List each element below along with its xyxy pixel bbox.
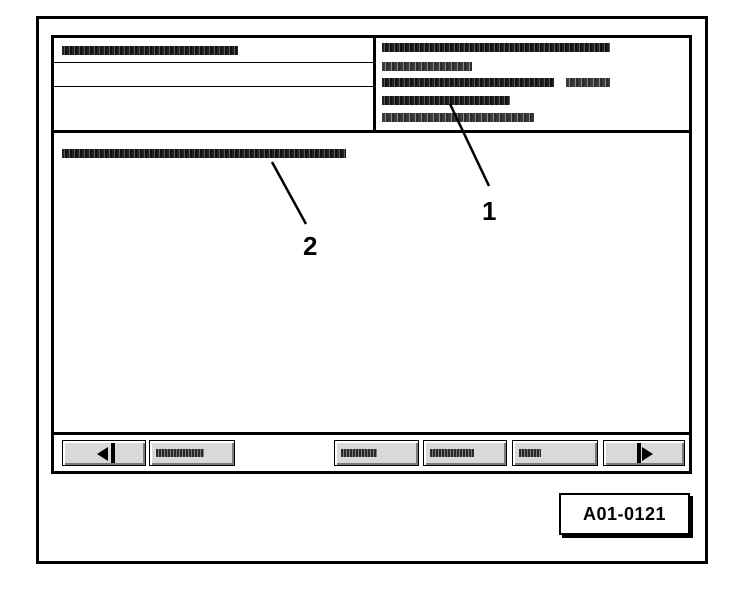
back-button[interactable] [62, 440, 146, 466]
arrow-right-icon-stem [637, 443, 641, 463]
header-left-panel [54, 38, 376, 130]
blurred-button-label [156, 449, 204, 457]
header-title-row [54, 38, 373, 63]
blurred-button-label [519, 449, 541, 457]
arrow-right-icon [642, 447, 653, 461]
blurred-info-line-highlighted [382, 96, 510, 105]
arrow-left-icon-stem [111, 443, 115, 463]
forward-button[interactable] [603, 440, 685, 466]
function-button-2[interactable] [334, 440, 419, 466]
function-key-bar [54, 432, 689, 471]
blurred-info-line [382, 78, 554, 87]
blurred-info-line [382, 43, 610, 52]
header-row-empty-large [54, 87, 373, 130]
blurred-button-label [341, 449, 377, 457]
blurred-info-line [382, 62, 472, 71]
header-divider [54, 130, 689, 133]
blurred-button-label [430, 449, 474, 457]
figure-id-label: A01-0121 [559, 493, 690, 535]
callout-number-2: 2 [303, 231, 318, 261]
blurred-message-line [62, 149, 346, 158]
function-button-1[interactable] [149, 440, 235, 466]
blurred-info-line [382, 113, 534, 122]
tester-screen [51, 35, 692, 474]
function-button-3[interactable] [423, 440, 507, 466]
arrow-left-icon [97, 447, 108, 461]
function-button-4[interactable] [512, 440, 598, 466]
callout-number-1: 1 [482, 196, 497, 226]
header-row-empty [54, 63, 373, 87]
header-right-panel [376, 38, 689, 130]
blurred-info-line [566, 78, 610, 87]
blurred-header-title [62, 46, 238, 55]
